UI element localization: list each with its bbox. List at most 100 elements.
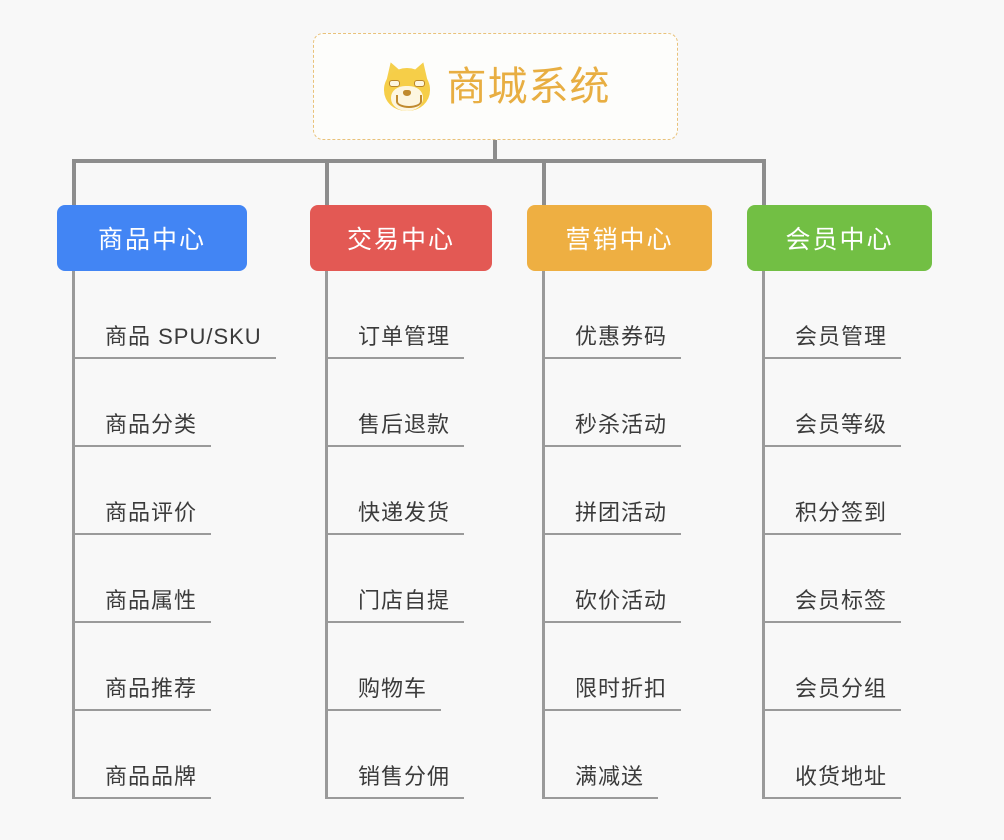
branch-marketing-center: 营销中心优惠券码秒杀活动拼团活动砍价活动限时折扣满减送: [527, 205, 712, 799]
leaf-underline: 限时折扣: [545, 671, 682, 711]
leaf-label: 门店自提: [358, 588, 451, 613]
leaf-item[interactable]: 收货地址: [747, 711, 932, 799]
leaf-underline: 销售分佣: [328, 759, 465, 799]
branch-trunk-trade-center: [325, 271, 328, 799]
branch-drop-line-marketing-center: [542, 159, 546, 205]
shiba-inu-icon: [381, 59, 433, 113]
leaf-underline: 订单管理: [328, 319, 465, 359]
root-node[interactable]: 商城系统: [313, 33, 678, 140]
leaf-label: 优惠券码: [575, 324, 668, 349]
leaf-item[interactable]: 购物车: [310, 623, 492, 711]
leaf-label: 订单管理: [358, 324, 451, 349]
leaf-item[interactable]: 快递发货: [310, 447, 492, 535]
branch-header-marketing-center[interactable]: 营销中心: [527, 205, 712, 271]
leaf-item[interactable]: 订单管理: [310, 271, 492, 359]
leaf-list-member-center: 会员管理会员等级积分签到会员标签会员分组收货地址: [747, 271, 932, 799]
branch-bus-line: [72, 159, 766, 163]
leaf-item[interactable]: 售后退款: [310, 359, 492, 447]
leaf-underline: 会员标签: [765, 583, 902, 623]
leaf-underline: 商品评价: [75, 495, 212, 535]
branch-trunk-member-center: [762, 271, 765, 799]
leaf-label: 快递发货: [358, 500, 451, 525]
branch-product-center: 商品中心商品 SPU/SKU 商品分类商品评价商品属性商品推荐商品品牌: [57, 205, 276, 799]
leaf-item[interactable]: 秒杀活动: [527, 359, 712, 447]
leaf-underline: 商品推荐: [75, 671, 212, 711]
branch-header-label: 会员中心: [785, 226, 894, 254]
leaf-label: 会员等级: [795, 412, 888, 437]
leaf-underline: 商品 SPU/SKU: [75, 319, 276, 359]
leaf-label: 商品属性: [105, 588, 198, 613]
leaf-underline: 商品分类: [75, 407, 212, 447]
branch-header-trade-center[interactable]: 交易中心: [310, 205, 492, 271]
branch-member-center: 会员中心会员管理会员等级积分签到会员标签会员分组收货地址: [747, 205, 932, 799]
branch-header-label: 商品中心: [97, 226, 206, 254]
leaf-list-marketing-center: 优惠券码秒杀活动拼团活动砍价活动限时折扣满减送: [527, 271, 712, 799]
leaf-label: 销售分佣: [358, 764, 451, 789]
branch-header-member-center[interactable]: 会员中心: [747, 205, 932, 271]
leaf-label: 收货地址: [795, 764, 888, 789]
leaf-label: 会员分组: [795, 676, 888, 701]
leaf-underline: 售后退款: [328, 407, 465, 447]
leaf-label: 满减送: [575, 764, 645, 789]
leaf-label: 秒杀活动: [575, 412, 668, 437]
leaf-underline: 秒杀活动: [545, 407, 682, 447]
leaf-list-trade-center: 订单管理售后退款快递发货门店自提购物车销售分佣: [310, 271, 492, 799]
branch-drop-line-product-center: [72, 159, 76, 205]
leaf-item[interactable]: 限时折扣: [527, 623, 712, 711]
leaf-label: 购物车: [358, 676, 428, 701]
leaf-underline: 门店自提: [328, 583, 465, 623]
leaf-underline: 收货地址: [765, 759, 902, 799]
leaf-item[interactable]: 满减送: [527, 711, 712, 799]
leaf-label: 售后退款: [358, 412, 451, 437]
leaf-item[interactable]: 商品评价: [57, 447, 247, 535]
leaf-item[interactable]: 砍价活动: [527, 535, 712, 623]
leaf-label: 商品分类: [105, 412, 198, 437]
root-title: 商城系统: [446, 64, 611, 109]
leaf-label: 商品推荐: [105, 676, 198, 701]
leaf-item[interactable]: 积分签到: [747, 447, 932, 535]
branch-trade-center: 交易中心订单管理售后退款快递发货门店自提购物车销售分佣: [310, 205, 492, 799]
leaf-underline: 砍价活动: [545, 583, 682, 623]
leaf-item[interactable]: 优惠券码: [527, 271, 712, 359]
branch-header-product-center[interactable]: 商品中心: [57, 205, 247, 271]
leaf-underline: 商品属性: [75, 583, 212, 623]
leaf-item[interactable]: 商品推荐: [57, 623, 247, 711]
leaf-label: 会员管理: [795, 324, 888, 349]
leaf-label: 商品品牌: [105, 764, 198, 789]
leaf-label: 限时折扣: [575, 676, 668, 701]
branch-trunk-marketing-center: [542, 271, 545, 799]
leaf-underline: 积分签到: [765, 495, 902, 535]
leaf-item[interactable]: 会员等级: [747, 359, 932, 447]
leaf-label: 商品 SPU/SKU: [105, 324, 262, 349]
leaf-item[interactable]: 会员分组: [747, 623, 932, 711]
leaf-label: 砍价活动: [575, 588, 668, 613]
leaf-underline: 优惠券码: [545, 319, 682, 359]
leaf-label: 会员标签: [795, 588, 888, 613]
leaf-underline: 满减送: [545, 759, 659, 799]
branch-trunk-product-center: [72, 271, 75, 799]
root-stem-line: [493, 140, 497, 163]
leaf-item[interactable]: 商品属性: [57, 535, 247, 623]
leaf-item[interactable]: 拼团活动: [527, 447, 712, 535]
leaf-label: 商品评价: [105, 500, 198, 525]
branch-drop-line-member-center: [762, 159, 766, 205]
leaf-item[interactable]: 门店自提: [310, 535, 492, 623]
leaf-item[interactable]: 会员标签: [747, 535, 932, 623]
leaf-underline: 会员分组: [765, 671, 902, 711]
leaf-label: 拼团活动: [575, 500, 668, 525]
leaf-item[interactable]: 商品品牌: [57, 711, 247, 799]
leaf-underline: 购物车: [328, 671, 442, 711]
leaf-item[interactable]: 商品 SPU/SKU: [57, 271, 276, 359]
leaf-underline: 商品品牌: [75, 759, 212, 799]
leaf-item[interactable]: 商品分类: [57, 359, 247, 447]
leaf-item[interactable]: 会员管理: [747, 271, 932, 359]
leaf-label: 积分签到: [795, 500, 888, 525]
leaf-underline: 拼团活动: [545, 495, 682, 535]
leaf-underline: 会员管理: [765, 319, 902, 359]
leaf-list-product-center: 商品 SPU/SKU 商品分类商品评价商品属性商品推荐商品品牌: [57, 271, 276, 799]
branch-drop-line-trade-center: [325, 159, 329, 205]
branch-header-label: 营销中心: [565, 226, 674, 254]
leaf-underline: 快递发货: [328, 495, 465, 535]
leaf-item[interactable]: 销售分佣: [310, 711, 492, 799]
